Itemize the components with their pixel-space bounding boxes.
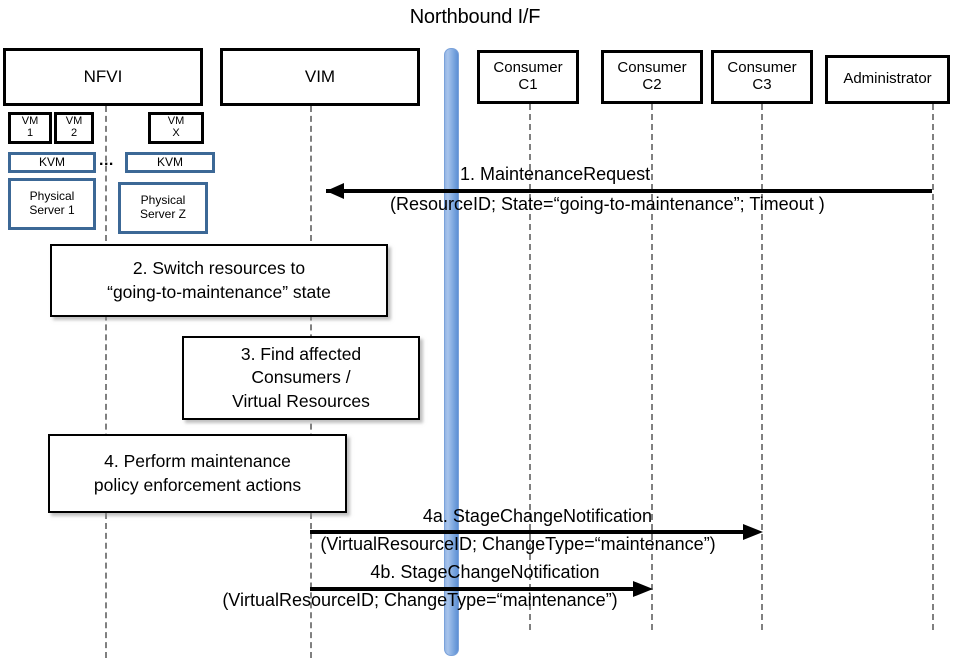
lifeline-consumer-c3 bbox=[761, 104, 763, 630]
kvm-box-2[interactable]: KVM bbox=[125, 152, 215, 173]
vm-box-2-label-line2: 2 bbox=[70, 127, 78, 139]
message-1-params: (ResourceID; State=“going-to-maintenance… bbox=[390, 194, 825, 214]
note-box-3-line1: 3. Find affected bbox=[240, 343, 362, 364]
note-box-2-line1: 2. Switch resources to bbox=[132, 257, 306, 278]
diagram-title: Northbound I/F bbox=[409, 6, 541, 28]
note-box-4[interactable]: 4. Perform maintenance policy enforcemen… bbox=[48, 434, 347, 513]
vm-box-x-label-line1: VM bbox=[167, 115, 185, 128]
participant-consumer-c2-label-line1: Consumer bbox=[617, 59, 687, 77]
message-arrow-1 bbox=[312, 180, 934, 202]
message-4b-header: 4b. StageChangeNotification bbox=[370, 562, 600, 582]
message-arrow-4b bbox=[310, 578, 655, 600]
physical-server-box-1-label-line1: Physical bbox=[29, 189, 75, 204]
participant-nfvi[interactable]: NFVI bbox=[3, 48, 203, 106]
lifeline-nfvi bbox=[105, 106, 107, 658]
physical-server-box-z-label-line1: Physical bbox=[140, 193, 186, 208]
note-box-4-line2: policy enforcement actions bbox=[93, 474, 302, 495]
physical-server-box-z-label-line2: Server Z bbox=[139, 207, 186, 221]
participant-consumer-c2[interactable]: Consumer C2 bbox=[601, 50, 703, 104]
note-box-3-line3: Virtual Resources bbox=[232, 390, 370, 411]
physical-server-box-z[interactable]: Physical Server Z bbox=[118, 182, 208, 234]
ellipsis-indicator: ... bbox=[99, 152, 114, 169]
message-arrow-4a bbox=[310, 521, 765, 543]
participant-consumer-c1[interactable]: Consumer C1 bbox=[477, 50, 579, 104]
message-4a-params: (VirtualResourceID; ChangeType=“maintena… bbox=[320, 534, 716, 554]
vm-box-1[interactable]: VM 1 bbox=[8, 112, 52, 144]
physical-server-box-1-label-line2: Server 1 bbox=[29, 203, 75, 217]
kvm-box-2-label: KVM bbox=[156, 154, 183, 169]
message-4b-params: (VirtualResourceID; ChangeType=“maintena… bbox=[222, 590, 618, 610]
lifeline-administrator bbox=[932, 104, 934, 630]
northbound-interface-bar bbox=[444, 48, 459, 656]
note-box-2[interactable]: 2. Switch resources to “going-to-mainten… bbox=[50, 244, 388, 317]
message-1-header: 1. MaintenanceRequest bbox=[460, 164, 651, 184]
physical-server-box-1[interactable]: Physical Server 1 bbox=[8, 178, 96, 230]
participant-consumer-c3-label-line1: Consumer bbox=[727, 59, 797, 77]
participant-consumer-c2-label-line2: C2 bbox=[642, 76, 662, 93]
kvm-box-1[interactable]: KVM bbox=[8, 152, 96, 173]
lifeline-consumer-c2 bbox=[651, 104, 653, 630]
participant-consumer-c1-label-line1: Consumer bbox=[493, 59, 563, 77]
participant-consumer-c3[interactable]: Consumer C3 bbox=[711, 50, 813, 104]
participant-vim-label: VIM bbox=[304, 67, 336, 87]
message-4a-header: 4a. StageChangeNotification bbox=[422, 506, 653, 526]
note-box-2-line2: “going-to-maintenance” state bbox=[107, 281, 331, 302]
participant-administrator[interactable]: Administrator bbox=[825, 55, 950, 104]
kvm-box-1-label: KVM bbox=[38, 154, 65, 169]
note-box-3-line2: Consumers / bbox=[251, 367, 351, 388]
vm-box-1-label-line1: VM bbox=[21, 115, 39, 128]
participant-nfvi-label: NFVI bbox=[83, 67, 123, 87]
participant-administrator-label: Administrator bbox=[843, 70, 932, 88]
vm-box-2[interactable]: VM 2 bbox=[54, 112, 94, 144]
lifeline-consumer-c1 bbox=[529, 104, 531, 630]
note-box-4-line1: 4. Perform maintenance bbox=[104, 450, 291, 471]
vm-box-2-label-line1: VM bbox=[65, 115, 83, 128]
participant-consumer-c3-label-line2: C3 bbox=[752, 76, 772, 93]
participant-consumer-c1-label-line2: C1 bbox=[518, 76, 538, 93]
vm-box-1-label-line2: 1 bbox=[26, 127, 34, 139]
note-box-3[interactable]: 3. Find affected Consumers / Virtual Res… bbox=[182, 336, 420, 420]
vm-box-x-label-line2: X bbox=[172, 127, 180, 139]
vm-box-x[interactable]: VM X bbox=[148, 112, 204, 144]
participant-vim[interactable]: VIM bbox=[220, 48, 420, 106]
